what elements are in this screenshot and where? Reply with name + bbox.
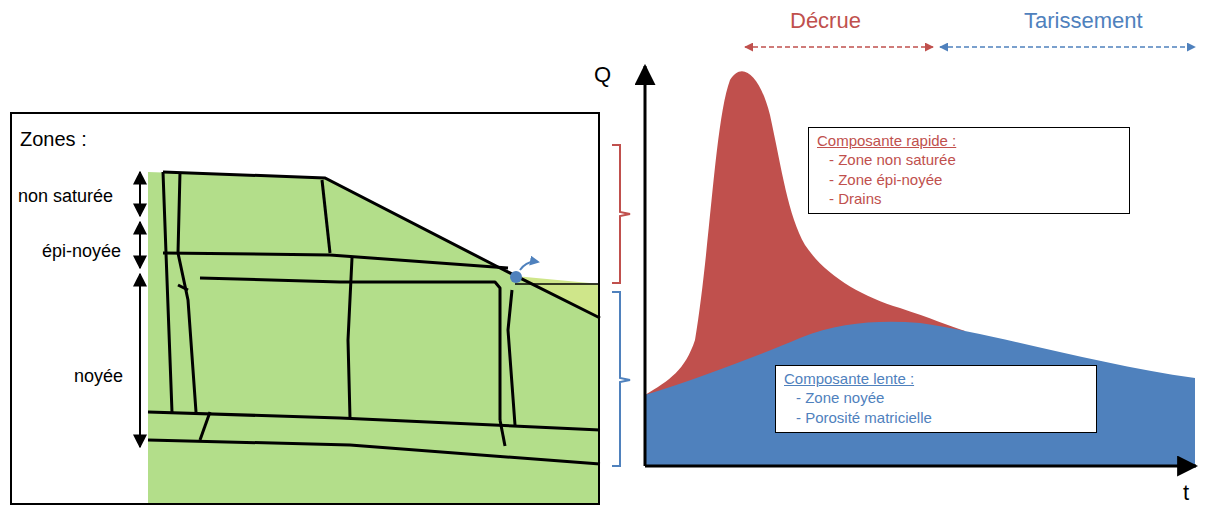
zone-label: non saturée [18,186,113,207]
zones-heading: Zones : [20,128,87,151]
recession-span [745,46,933,48]
zone-label: épi-noyée [42,241,121,262]
ground-surface [163,172,600,318]
zone-label: noyée [74,366,123,387]
limestone-mass [148,172,600,505]
spring-outflow [520,262,538,270]
phase-label: Décrue [790,8,861,33]
component-box: Composante lente : - Zone noyée - Porosité… [775,365,1097,433]
spring [510,271,522,283]
box-heading: Composante lente : [784,370,1086,387]
phase-label: Tarissement [1024,8,1143,33]
list-item: - Drains [817,190,1119,207]
axis-label: t [1183,480,1189,505]
fractures [148,172,600,464]
list-item: - Porosité matricielle [784,409,1086,426]
baseflow-span [940,46,1195,48]
q-axis [644,66,647,466]
slow-component-area [645,322,1195,466]
box-heading: Composante rapide : [817,132,1119,149]
river-level [515,283,600,285]
fast-bracket [612,145,630,283]
list-item: - Zone épi-noyée [817,171,1119,188]
list-item: - Zone non saturée [817,151,1119,168]
zone-arrows [139,172,141,447]
component-box: Composante rapide : - Zone non saturée - Z… [808,127,1130,214]
list-item: - Zone noyée [784,389,1086,406]
t-axis [645,465,1196,468]
axis-label: Q [594,62,611,87]
section-frame: Zones : non saturée épi-noyée noyée [10,112,600,505]
karst-section [148,172,600,505]
slow-bracket [612,292,630,466]
